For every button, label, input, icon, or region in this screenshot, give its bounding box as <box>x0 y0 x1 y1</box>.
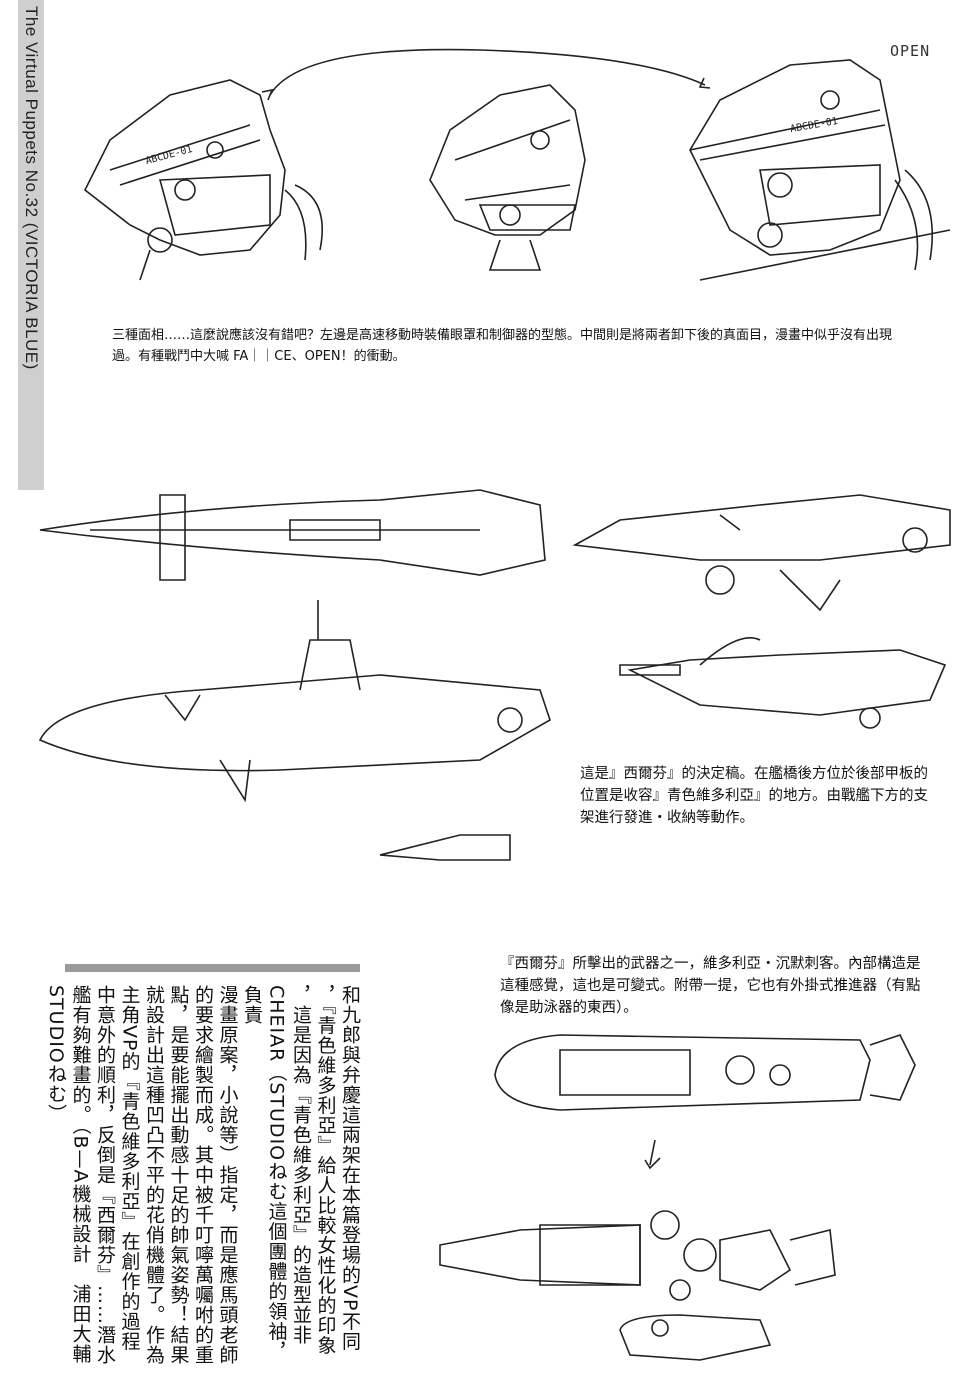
commentary-column: CHEIAR（STUDIOねむ這個團體的領袖，負責 <box>241 985 288 1362</box>
caption-ship: 這是』西爾芬』的決定稿。在艦橋後方位於後部甲板的位置是收容』青色維多利亞』的地方… <box>580 766 928 826</box>
commentary-column: 中意外的順利，反倒是『西爾芬』……潛水 <box>94 985 116 1365</box>
commentary-column: 艦有夠難畫的。（B—A機械設計 浦田大輔 <box>69 985 92 1364</box>
ship-launch-sketch <box>572 494 951 729</box>
commentary-column: 就設計出這種凹凸不平的花俏機體了。作為 <box>143 985 165 1365</box>
commentary-column: 主角VP的『青色維多利亞』在創作的過程 <box>118 985 141 1352</box>
commentary-column: 和九郎與弁慶這兩架在本篇登場的VP不同 <box>339 985 361 1352</box>
commentary-column: STUDIOねむ） <box>45 985 67 1124</box>
commentary-column: 漫畫原案，小說等）指定，而是應馬頭老師 <box>216 985 239 1365</box>
caption-weapon: 『西爾芬』所擊出的武器之一，維多利亞・沉默刺客。內部構造是這種感覺，這也是可變式… <box>500 956 921 1016</box>
designer-commentary: 和九郎與弁慶這兩架在本篇登場的VP不同 ，『青色維多利亞』給人比較女性化的印象 … <box>45 985 362 1370</box>
head-sketch-bare <box>429 84 586 271</box>
weapon-sketch <box>439 1034 916 1361</box>
side-title: The Virtual Puppets No.32 (VICTORIA BLUE… <box>22 6 41 370</box>
commentary-column: 點，是要能擺出動感十足的帥氣姿勢！結果 <box>167 985 190 1365</box>
commentary-column: 的要求繪製而成。其中被千叮嚀萬囑咐的重 <box>192 985 214 1365</box>
commentary-divider <box>65 964 360 972</box>
transition-arrow <box>269 48 706 96</box>
caption-heads: 三種面相……這麼說應該沒有錯吧？左邊是高速移動時裝備眼罩和制御器的型態。中間則是… <box>112 328 893 364</box>
commentary-column: ，這是因為『青色維多利亞』的造型並非 <box>290 985 312 1345</box>
head-sketch-visor <box>83 79 323 281</box>
commentary-column: ，『青色維多利亞』給人比較女性化的印象 <box>314 985 337 1356</box>
head-sketch-open <box>689 59 951 281</box>
side-title-strip <box>18 0 44 490</box>
ship-top-view-sketch <box>39 489 546 581</box>
open-annotation: OPEN <box>890 42 931 60</box>
ship-side-view-sketch <box>38 600 551 861</box>
